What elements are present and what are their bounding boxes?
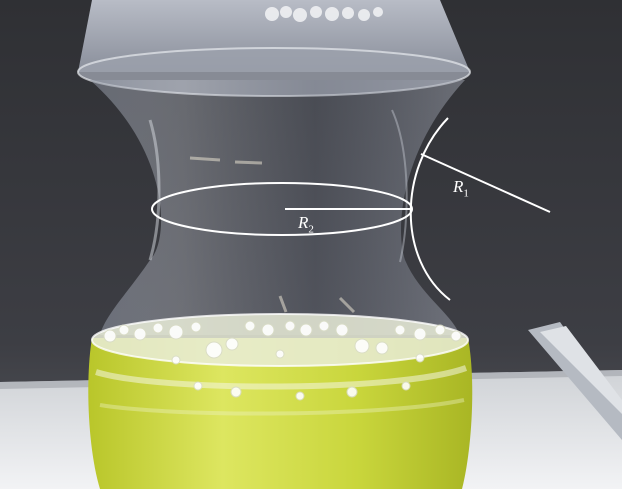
- bowl-rim: [92, 314, 468, 366]
- r2-symbol: R: [298, 213, 309, 232]
- r1-radius-line: [420, 153, 551, 213]
- film-reflection-right: [391, 109, 408, 263]
- r1-curvature-arc: [409, 117, 451, 301]
- upper-foam: [265, 6, 383, 22]
- neck-cross-section-ellipse: [151, 182, 413, 236]
- r1-symbol: R: [453, 177, 464, 196]
- liquid-band: [99, 398, 465, 416]
- r1-label: R1: [453, 178, 469, 199]
- soap-film-neck: [90, 80, 465, 335]
- film-streaks: [189, 156, 356, 314]
- r2-label: R2: [298, 214, 314, 235]
- liquid-surface-highlight: [95, 365, 468, 390]
- bowl-rim-edge: [91, 313, 469, 367]
- foam-bubbles: [103, 320, 462, 401]
- r2-subscript: 2: [308, 223, 314, 236]
- film-reflection-left: [148, 119, 161, 261]
- r1-subscript: 1: [463, 187, 469, 200]
- metal-rail-highlight: [540, 326, 622, 414]
- liquid-bowl: [88, 338, 473, 489]
- metal-rail: [528, 322, 622, 440]
